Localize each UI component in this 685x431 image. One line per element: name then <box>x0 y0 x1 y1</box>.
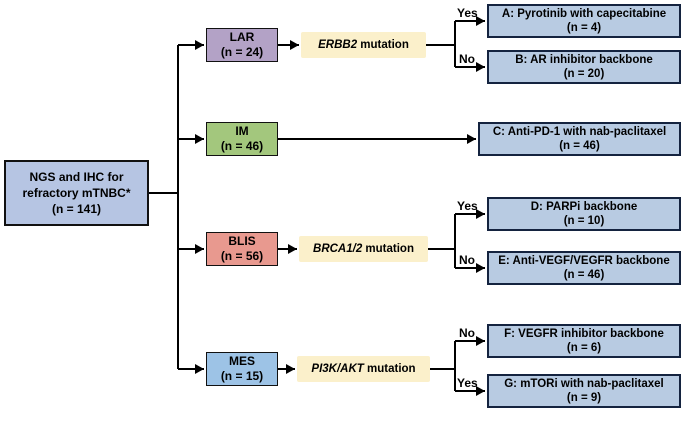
decision-label-yes-d: Yes <box>457 199 478 213</box>
subtype-label: LAR <box>229 30 255 44</box>
decision-label-no-e: No <box>459 253 475 267</box>
subtype-label: IM <box>235 124 249 138</box>
outcome-count: (n = 6) <box>566 342 602 354</box>
outcome-label: C: Anti-PD-1 with nab-paclitaxel <box>492 125 667 138</box>
subtype-box-mes: MES (n = 15) <box>206 352 278 386</box>
root-line-2: refractory mTNBC* <box>22 186 131 200</box>
mutation-box-erbb2: ERBB2 mutation <box>301 32 426 58</box>
outcome-box-b: B: AR inhibitor backbone (n = 20) <box>487 50 681 84</box>
outcome-label: E: Anti-VEGF/VEGFR backbone <box>498 254 670 267</box>
gene-name: ERBB2 <box>318 39 358 51</box>
outcome-label: D: PARPi backbone <box>530 200 638 213</box>
outcome-box-a: A: Pyrotinib with capecitabine (n = 4) <box>487 4 681 38</box>
subtype-label: MES <box>228 354 255 368</box>
root-count: (n = 141) <box>51 202 102 216</box>
outcome-label: F: VEGFR inhibitor backbone <box>504 327 664 340</box>
root-box: NGS and IHC for refractory mTNBC* (n = 1… <box>4 160 149 226</box>
outcome-count: (n = 9) <box>566 392 602 404</box>
gene-name: BRCA1/2 <box>313 243 363 255</box>
outcome-box-f: F: VEGFR inhibitor backbone (n = 6) <box>487 324 681 358</box>
mutation-box-pi3k-akt: PI3K/AKT mutation <box>297 356 430 382</box>
outcome-label: A: Pyrotinib with capecitabine <box>501 7 667 20</box>
decision-label-yes-g: Yes <box>457 376 478 390</box>
outcome-count: (n = 20) <box>563 68 605 80</box>
outcome-box-d: D: PARPi backbone (n = 10) <box>487 197 681 231</box>
outcome-box-e: E: Anti-VEGF/VEGFR backbone (n = 46) <box>487 251 681 285</box>
mutation-suffix: mutation <box>362 243 414 255</box>
outcome-label: B: AR inhibitor backbone <box>515 53 653 66</box>
decision-label-yes-a: Yes <box>457 6 478 20</box>
subtype-count: (n = 46) <box>220 139 264 153</box>
outcome-box-g: G: mTORi with nab-paclitaxel (n = 9) <box>487 374 681 408</box>
root-line-1: NGS and IHC for <box>29 170 124 184</box>
outcome-box-c: C: Anti-PD-1 with nab-paclitaxel (n = 46… <box>478 122 681 156</box>
subtype-count: (n = 15) <box>220 369 264 383</box>
mutation-suffix: mutation <box>357 39 409 51</box>
decision-label-no-b: No <box>459 52 475 66</box>
subtype-count: (n = 56) <box>220 249 264 263</box>
subtype-box-lar: LAR (n = 24) <box>206 28 278 62</box>
outcome-count: (n = 10) <box>563 215 605 227</box>
mutation-box-brca12: BRCA1/2 mutation <box>299 236 428 262</box>
decision-label-no-f: No <box>459 326 475 340</box>
subtype-box-blis: BLIS (n = 56) <box>206 232 278 266</box>
gene-name: PI3K/AKT <box>311 363 364 375</box>
outcome-count: (n = 46) <box>563 269 605 281</box>
outcome-count: (n = 46) <box>559 140 600 152</box>
subtype-box-im: IM (n = 46) <box>206 122 278 156</box>
outcome-count: (n = 4) <box>566 22 602 34</box>
subtype-count: (n = 24) <box>220 45 264 59</box>
outcome-label: G: mTORi with nab-paclitaxel <box>504 377 664 390</box>
subtype-label: BLIS <box>228 234 256 248</box>
mutation-suffix: mutation <box>363 363 416 375</box>
